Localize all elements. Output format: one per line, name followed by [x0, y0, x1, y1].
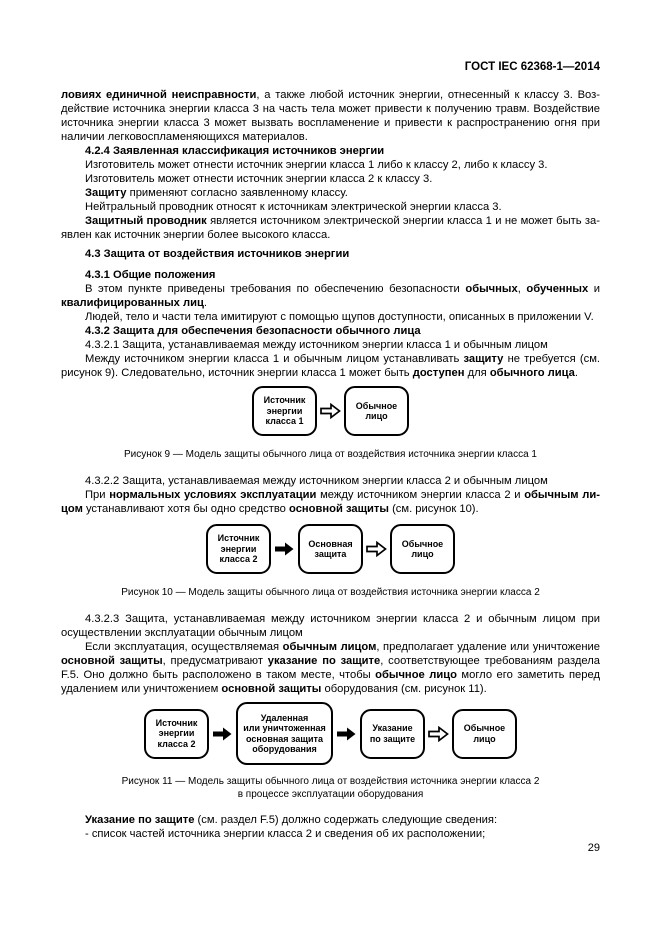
- flow-diagram: Источник энергии класса 1 Обычное лицо: [61, 386, 600, 436]
- bold-text: защиту: [463, 353, 504, 365]
- paragraph: Если эксплуатация, осуществляемая обычны…: [61, 640, 600, 696]
- text: Если эксплуатация, осуществляемая: [85, 641, 283, 653]
- text: .: [203, 297, 207, 309]
- text: не требуется (см. рисунок 9). Следовател…: [61, 353, 600, 379]
- text: 4.3.2.3 Защита, устанавливаемая между ис…: [61, 613, 600, 639]
- flow-diagram: Источник энергии класса 2 Основная защита…: [61, 524, 600, 574]
- text: оборудования (см. рисунок 11).: [321, 683, 487, 695]
- flow-box: Удаленная или уничтоженная основная защи…: [236, 702, 333, 765]
- flow-arrow-hollow-icon: [366, 541, 387, 557]
- text: применяют согласно заявленному классу.: [126, 187, 348, 199]
- text: При: [85, 489, 110, 501]
- paragraph: Защиту применяют согласно заявленному кл…: [61, 186, 600, 200]
- text: В этом пункте приведены требования по об…: [85, 283, 466, 295]
- text: Между источником энергии класса 1 и обыч…: [85, 353, 464, 365]
- figure-caption: Рисунок 9 — Модель защиты обычного лица …: [124, 449, 537, 460]
- flow-arrow-solid-icon: [213, 727, 232, 740]
- bold-text: основной защиты: [289, 503, 389, 515]
- text: между источником энергии класса 2 и: [316, 489, 525, 501]
- bold-text: доступен: [412, 367, 465, 379]
- text: могло его заметить перед удалением или у…: [61, 669, 600, 695]
- bold-text: обученных: [526, 283, 589, 295]
- text: , соответствующее требованиям раздела F.…: [61, 655, 600, 681]
- text: 4.3.2.1 Защита, устанавливаемая между ис…: [85, 339, 548, 351]
- figure-caption: Рисунок 11 — Модель защиты обычного лица…: [121, 776, 540, 800]
- text: , предполагает удаление или уничтожение: [376, 641, 600, 653]
- text: , а также любой источник энергии, отнесе…: [61, 89, 600, 143]
- flow-box: Обычное лицо: [390, 524, 455, 574]
- bold-text: Защиту: [85, 187, 127, 199]
- bold-text: Защитный проводник: [85, 215, 207, 227]
- paragraph: Защитный проводник является источником э…: [61, 214, 600, 242]
- bold-text: 4.3.2 Защита для обеспечения безопасност…: [85, 325, 421, 337]
- text: (см. рисунок 10).: [388, 503, 479, 515]
- flow-arrow-solid-icon: [275, 542, 294, 556]
- flow-arrow-hollow-icon: [320, 403, 341, 419]
- flow-arrow-solid-icon: [337, 727, 356, 740]
- bold-text: обычного лица: [489, 367, 575, 379]
- text: для: [464, 367, 490, 379]
- flow-diagram: Источник энергии класса 2 Удаленная или у…: [61, 702, 600, 765]
- section-heading: 4.3 Защита от воздействия источников эне…: [61, 247, 600, 261]
- text: Изготовитель может отнести источник энер…: [85, 159, 548, 171]
- text: (см. раздел F.5) должно содержать следую…: [194, 814, 498, 826]
- bold-text: обычным ли­цом: [61, 489, 600, 515]
- figure-caption: Рисунок 10 — Модель защиты обычного лица…: [121, 587, 540, 598]
- bold-text: обычное лицо: [375, 669, 457, 681]
- bold-text: 4.3.1 Общие положения: [85, 269, 216, 281]
- bold-text: основной защиты: [61, 655, 163, 667]
- text: .: [574, 367, 578, 379]
- text: Людей, тело и части тела имитируют с пом…: [85, 311, 594, 323]
- figure-10: Источник энергии класса 2 Основная защита…: [61, 524, 600, 599]
- flow-box: Источник энергии класса 2: [144, 708, 209, 759]
- flow-box: Источник энергии класса 1: [252, 386, 317, 436]
- paragraph: 4.3.2.2 Защита, устанавливаемая между ис…: [61, 474, 600, 488]
- bold-text: основной защиты: [221, 683, 322, 695]
- bold-text: обычным лицом: [282, 641, 377, 653]
- flow-box: Источник энергии класса 2: [206, 524, 271, 574]
- document-header: ГОСТ IEC 62368-1—2014: [464, 61, 600, 73]
- bold-text: Указание по защите: [85, 814, 195, 826]
- flow-box: Обычное лицо: [452, 708, 517, 759]
- page-number: 29: [587, 842, 600, 854]
- paragraph: Нейтральный проводник относят к источник…: [61, 200, 600, 214]
- paragraph: 4.3.2.1 Защита, устанавливаемая между ис…: [61, 338, 600, 352]
- paragraph: В этом пункте приведены требования по об…: [61, 282, 600, 310]
- bold-text: указание по защите: [267, 655, 381, 667]
- flow-box: Обычное лицо: [344, 386, 409, 436]
- text: устанавливают хотя бы одно средство: [82, 503, 290, 515]
- paragraph: - список частей источника энергии класса…: [61, 827, 600, 841]
- text: и: [588, 283, 601, 295]
- paragraph: При нормальных условиях эксплуатации меж…: [61, 488, 600, 516]
- text: Изготовитель может отнести источник энер…: [85, 173, 433, 185]
- paragraph: Между источником энергии класса 1 и обыч…: [61, 352, 600, 380]
- bold-text: ловиях единичной неисправности: [61, 89, 257, 101]
- paragraph: Указание по защите (см. раздел F.5) долж…: [61, 813, 600, 827]
- flow-box: Основная защита: [298, 524, 363, 574]
- bold-text: 4.2.4 Заявленная классификация источнико…: [85, 145, 385, 157]
- paragraph: 4.3.2.3 Защита, устанавливаемая между ис…: [61, 612, 600, 640]
- figure-11: Источник энергии класса 2 Удаленная или у…: [61, 702, 600, 801]
- bold-text: 4.3 Защита от воздействия источников эне…: [85, 248, 350, 260]
- section-heading: 4.2.4 Заявленная классификация источнико…: [61, 144, 600, 158]
- bold-text: ква­лифицированных лиц: [61, 297, 204, 309]
- flow-arrow-hollow-icon: [428, 725, 449, 742]
- paragraph: Изготовитель может отнести источник энер…: [61, 172, 600, 186]
- text: ,: [517, 283, 527, 295]
- text: Нейтральный проводник относят к источник…: [85, 201, 502, 213]
- section-heading: 4.3.1 Общие положения: [61, 268, 600, 282]
- paragraph: Людей, тело и части тела имитируют с пом…: [61, 310, 600, 324]
- text: является источником электрической энерги…: [61, 215, 600, 241]
- bold-text: нормальных условиях эксплуатации: [109, 489, 317, 501]
- text: - список частей источника энергии класса…: [85, 828, 486, 840]
- paragraph: ловиях единичной неисправности, а также …: [61, 88, 600, 144]
- section-heading: 4.3.2 Защита для обеспечения безопасност…: [61, 324, 600, 338]
- bold-text: обычных: [465, 283, 518, 295]
- flow-box: Указание по защите: [360, 708, 425, 759]
- text: 4.3.2.2 Защита, устанавливаемая между ис…: [85, 475, 548, 487]
- text: , предусматривают: [162, 655, 268, 667]
- document-body: ловиях единичной неисправности, а также …: [61, 88, 600, 841]
- paragraph: Изготовитель может отнести источник энер…: [61, 158, 600, 172]
